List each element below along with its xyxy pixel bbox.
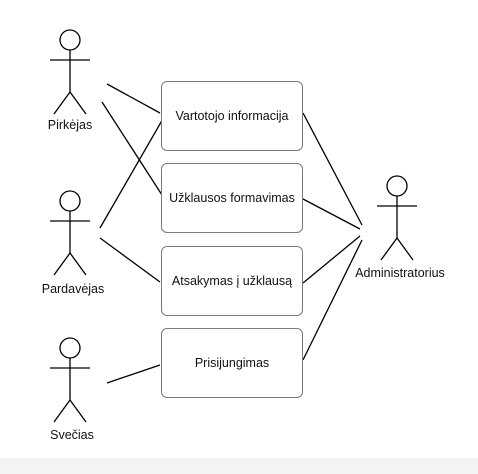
usecase-user-info[interactable]: Vartotojo informacija [161,81,303,151]
usecase-login-label: Prisijungimas [194,356,270,370]
usecase-form-request[interactable]: Užklausos formavimas [161,163,303,233]
assoc-answer-admin [302,235,361,284]
assoc-buyer-formrequest [101,101,163,196]
usecase-login[interactable]: Prisijungimas [161,328,303,398]
assoc-login-admin [302,239,363,361]
actor-label-buyer: Pirkėjas [47,118,93,132]
actor-label-guest: Svečias [50,428,94,442]
assoc-seller-userinfo [99,116,165,229]
assoc-userinfo-admin [302,112,363,226]
usecase-answer-request-label: Atsakymas į užklausą [171,274,293,288]
actor-figure-buyer [50,29,90,115]
assoc-seller-answer [99,237,161,283]
actor-label-seller: Pardavėjas [41,282,105,296]
actor-figure-guest [50,337,90,423]
actor-label-admin: Administratorius [355,266,445,280]
usecase-answer-request[interactable]: Atsakymas į užklausą [161,246,303,316]
usecase-form-request-label: Užklausos formavimas [169,191,295,205]
actor-figure-seller [50,190,90,276]
actor-figure-admin [377,175,417,261]
bottom-strip [0,458,478,474]
assoc-guest-login [106,364,161,384]
assoc-formrequest-admin [302,198,361,230]
usecase-user-info-label: Vartotojo informacija [175,109,289,123]
assoc-buyer-userinfo [106,83,161,114]
